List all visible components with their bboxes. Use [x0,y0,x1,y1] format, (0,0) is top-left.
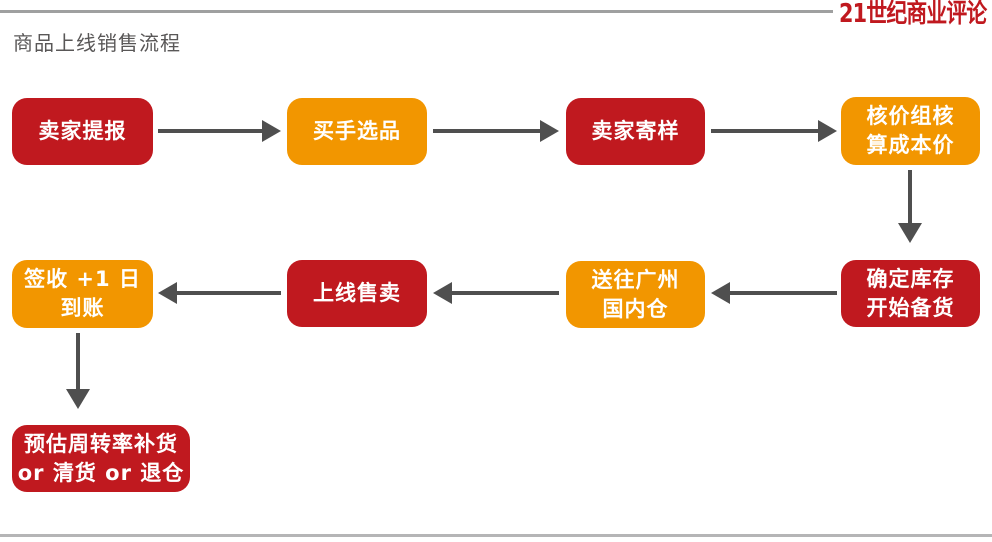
arrow-left-icon [433,282,559,304]
bottom-divider-line [0,534,992,537]
top-divider-line [0,10,833,13]
arrow-right-icon [711,120,837,142]
arrow-left-icon [158,282,281,304]
flow-node-ship-warehouse: 送往广州 国内仓 [566,261,705,328]
arrow-left-icon [711,282,837,304]
flow-node-pricing-team: 核价组核 算成本价 [841,97,980,165]
flow-node-confirm-stock: 确定库存 开始备货 [841,260,980,327]
flow-node-sign-receive: 签收 +1 日 到账 [12,260,153,328]
flow-node-buyer-select: 买手选品 [287,98,427,165]
arrow-right-icon [433,120,559,142]
flow-node-turnover-plan: 预估周转率补货 or 清货 or 退仓 [12,425,190,492]
flow-node-seller-submit: 卖家提报 [12,98,153,165]
flow-node-seller-sample: 卖家寄样 [566,98,705,165]
brand-logo: 21世纪商业评论 [839,0,987,29]
arrow-right-icon [158,120,281,142]
flow-node-online-sale: 上线售卖 [287,260,427,327]
page-title: 商品上线销售流程 [13,31,181,55]
arrow-down-icon [898,170,922,243]
arrow-down-icon [66,333,90,409]
